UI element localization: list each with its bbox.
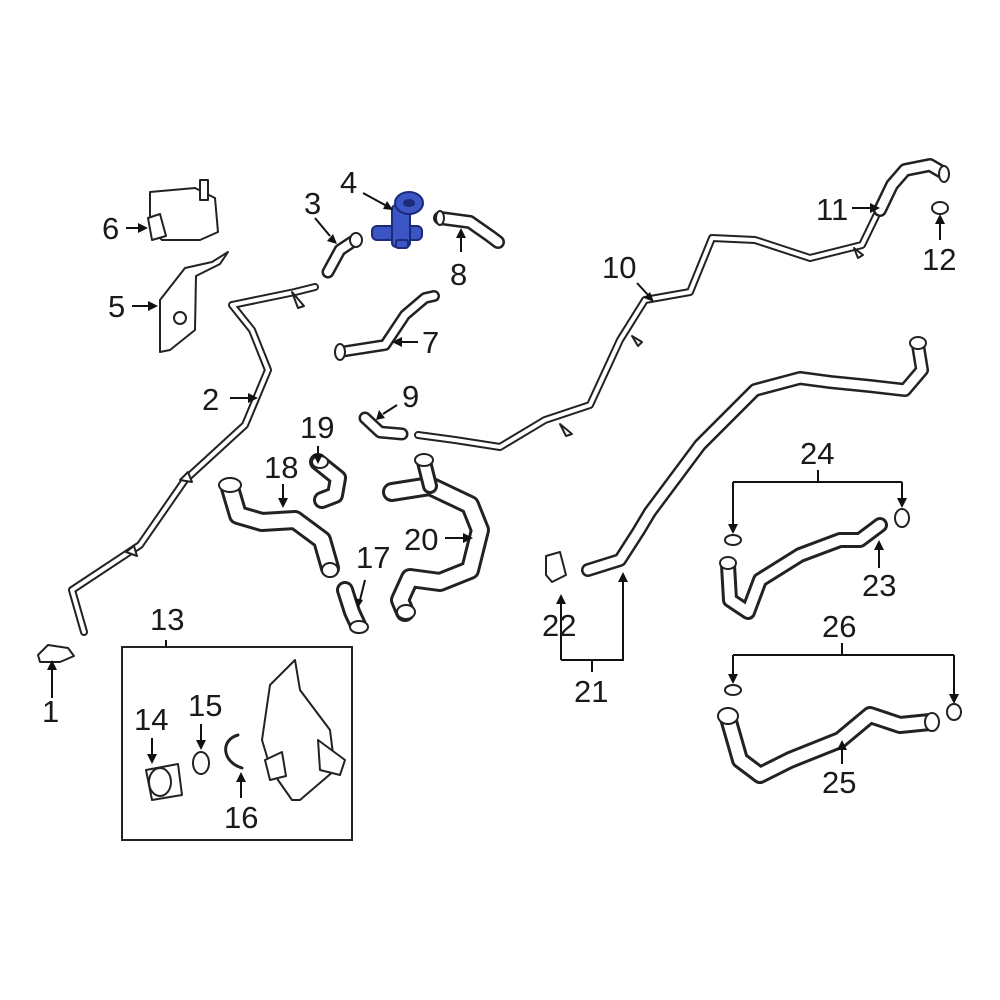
callout-10: 10	[602, 250, 636, 285]
part-21-pipe[interactable]	[581, 336, 929, 577]
part-16-clip[interactable]	[224, 733, 244, 770]
part-11-hose[interactable]	[873, 158, 950, 217]
callout-22: 22	[542, 608, 576, 643]
callout-12: 12	[922, 242, 956, 277]
part-25-hose[interactable]	[717, 706, 940, 784]
part-14-sleeve[interactable]	[145, 763, 183, 801]
part-19-hose[interactable]	[309, 453, 347, 509]
callout-25: 25	[822, 765, 856, 800]
callout-21: 21	[574, 674, 608, 709]
part-15-o-ring[interactable]	[192, 751, 210, 775]
callout-6: 6	[102, 211, 119, 246]
callout-1: 1	[42, 694, 59, 729]
callout-13: 13	[150, 602, 184, 637]
callout-labels: 1 2 3 4 5 6 7 8 9 10 11 12 13 14 15 16 1…	[42, 165, 956, 835]
callout-11: 11	[816, 192, 848, 227]
part-1-clip[interactable]	[37, 644, 75, 663]
callout-24: 24	[800, 436, 834, 471]
part-17-connector[interactable]	[336, 581, 369, 634]
part-6-module[interactable]	[147, 179, 219, 241]
part-8-hose[interactable]	[433, 210, 505, 249]
part-12-o-ring[interactable]	[931, 201, 949, 215]
callout-17: 17	[356, 540, 390, 575]
callout-18: 18	[264, 450, 298, 485]
callout-4: 4	[340, 165, 357, 200]
part-18-hose[interactable]	[218, 477, 340, 578]
callout-7: 7	[422, 325, 439, 360]
part-24-o-ring-right[interactable]	[894, 508, 910, 528]
part-13-thermostat-housing[interactable]	[261, 659, 346, 801]
part-13-group-box	[121, 646, 353, 841]
part-4-coolant-valve[interactable]	[371, 191, 424, 249]
part-9-hose[interactable]	[358, 411, 409, 441]
part-7-hose[interactable]	[334, 290, 440, 361]
callout-3: 3	[304, 186, 321, 221]
part-24-o-ring-left[interactable]	[724, 534, 742, 546]
callout-23: 23	[862, 568, 896, 603]
part-5-bracket[interactable]	[159, 251, 229, 353]
callout-16: 16	[224, 800, 258, 835]
leader-lines	[47, 192, 959, 798]
callout-2: 2	[202, 382, 219, 417]
part-22-seal[interactable]	[545, 551, 567, 583]
callout-19: 19	[300, 410, 334, 445]
part-10-coolant-pipe[interactable]	[414, 208, 882, 451]
part-20-hose-assembly[interactable]	[382, 453, 490, 622]
part-3-hose[interactable]	[321, 232, 363, 279]
callout-14: 14	[134, 702, 168, 737]
callout-20: 20	[404, 522, 438, 557]
part-23-hose[interactable]	[719, 517, 888, 620]
part-26-o-ring-right[interactable]	[946, 703, 962, 721]
callout-26: 26	[822, 609, 856, 644]
part-26-o-ring-left[interactable]	[724, 684, 742, 696]
callout-8: 8	[450, 257, 467, 292]
callout-9: 9	[402, 379, 419, 414]
callout-15: 15	[188, 688, 222, 723]
callout-5: 5	[108, 289, 125, 324]
